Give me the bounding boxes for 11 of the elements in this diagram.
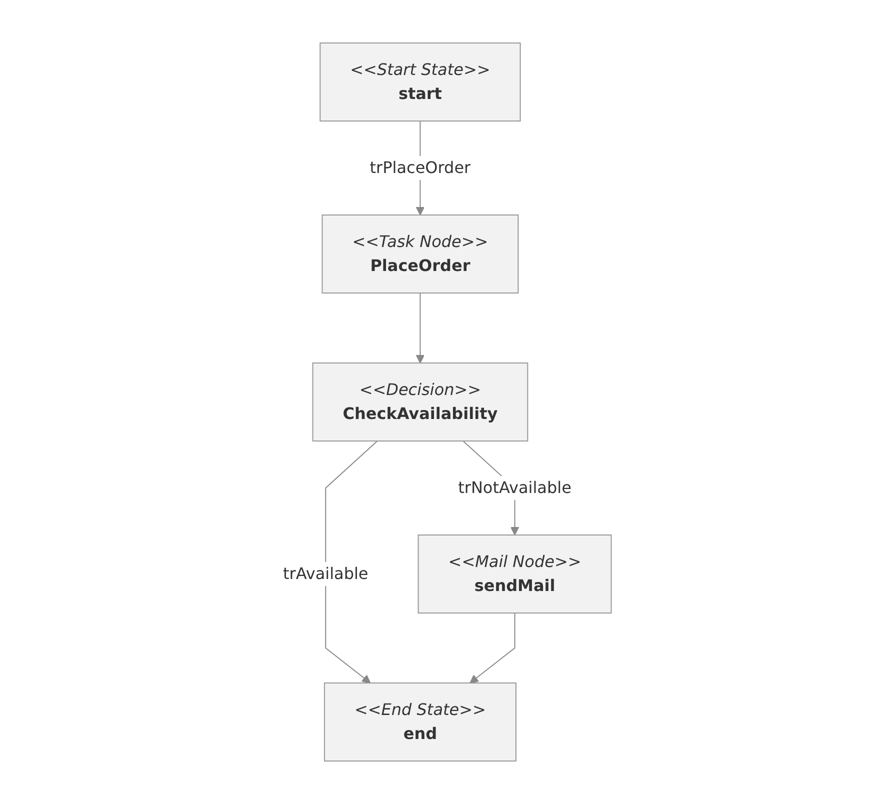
edge-label: trAvailable	[282, 564, 368, 583]
node-box: <<Start State>> start	[320, 42, 521, 122]
arrow	[416, 292, 424, 364]
arrow	[470, 612, 516, 684]
node-box: <<Mail Node>> sendMail	[418, 534, 612, 614]
node-box: <<Decision>> CheckAvailability	[312, 362, 528, 442]
arrow	[325, 440, 378, 684]
node-box: <<End State>> end	[324, 682, 516, 762]
node-box: <<Task Node>> PlaceOrder	[322, 214, 519, 294]
edge-label: trNotAvailable	[458, 478, 572, 497]
edge-label: trPlaceOrder	[370, 158, 471, 177]
